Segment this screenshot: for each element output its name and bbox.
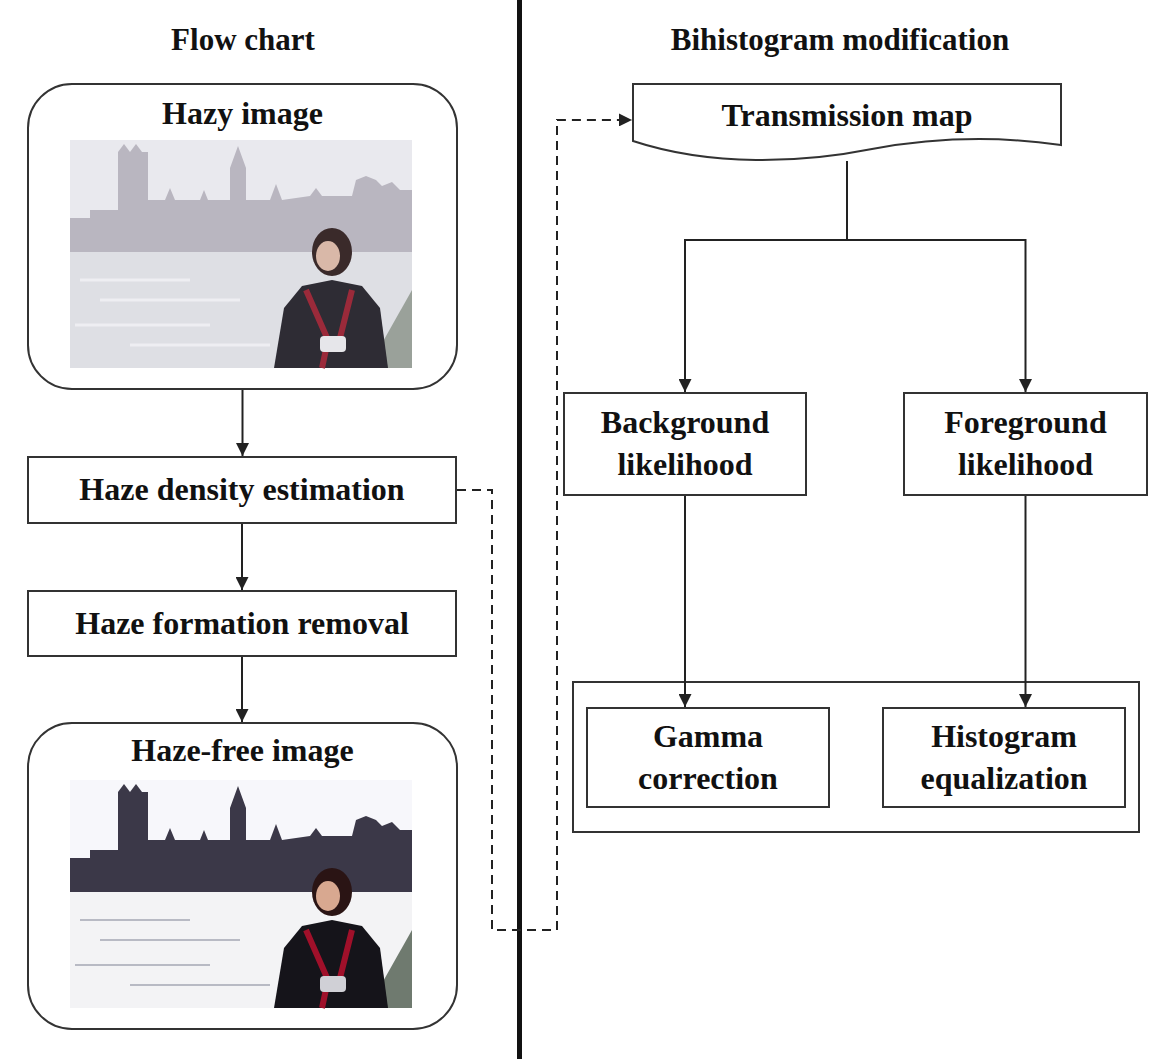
process-box: Histogram equalization (882, 707, 1126, 808)
document-shape: Transmission map (632, 83, 1062, 165)
image-panel: Hazy image (27, 83, 458, 390)
process-box: Gamma correction (586, 707, 830, 808)
process-box: Haze density estimation (27, 456, 457, 524)
column-heading: Flow chart (171, 22, 315, 58)
node-label: Foreground likelihood (905, 402, 1146, 485)
node-label: Haze formation removal (75, 603, 409, 645)
dehazed-photo (70, 780, 412, 1008)
node-label: Haze-free image (131, 730, 353, 772)
node-label: Haze density estimation (79, 469, 404, 511)
hazy-photo (70, 140, 412, 368)
flow-arrow (241, 524, 243, 590)
group-frame (573, 682, 1139, 832)
process-box: Foreground likelihood (903, 392, 1148, 496)
node-label: Histogram equalization (884, 716, 1124, 799)
flow-arrow (242, 390, 244, 456)
process-box: Background likelihood (563, 392, 807, 496)
dashed-arrow (457, 120, 632, 930)
divider-line (517, 0, 522, 1059)
column-heading: Bihistogram modification (671, 22, 1009, 58)
image-panel: Haze-free image (27, 722, 458, 1030)
node-label: Gamma correction (588, 716, 828, 799)
node-label: Background likelihood (565, 402, 805, 485)
flow-arrow (684, 496, 686, 707)
flow-arrow (847, 161, 1026, 392)
node-label: Hazy image (162, 93, 323, 135)
flow-arrow (241, 657, 243, 722)
node-label: Transmission map (721, 95, 972, 137)
flow-arrow (685, 161, 847, 392)
flow-arrow (1025, 496, 1027, 707)
process-box: Haze formation removal (27, 590, 457, 657)
